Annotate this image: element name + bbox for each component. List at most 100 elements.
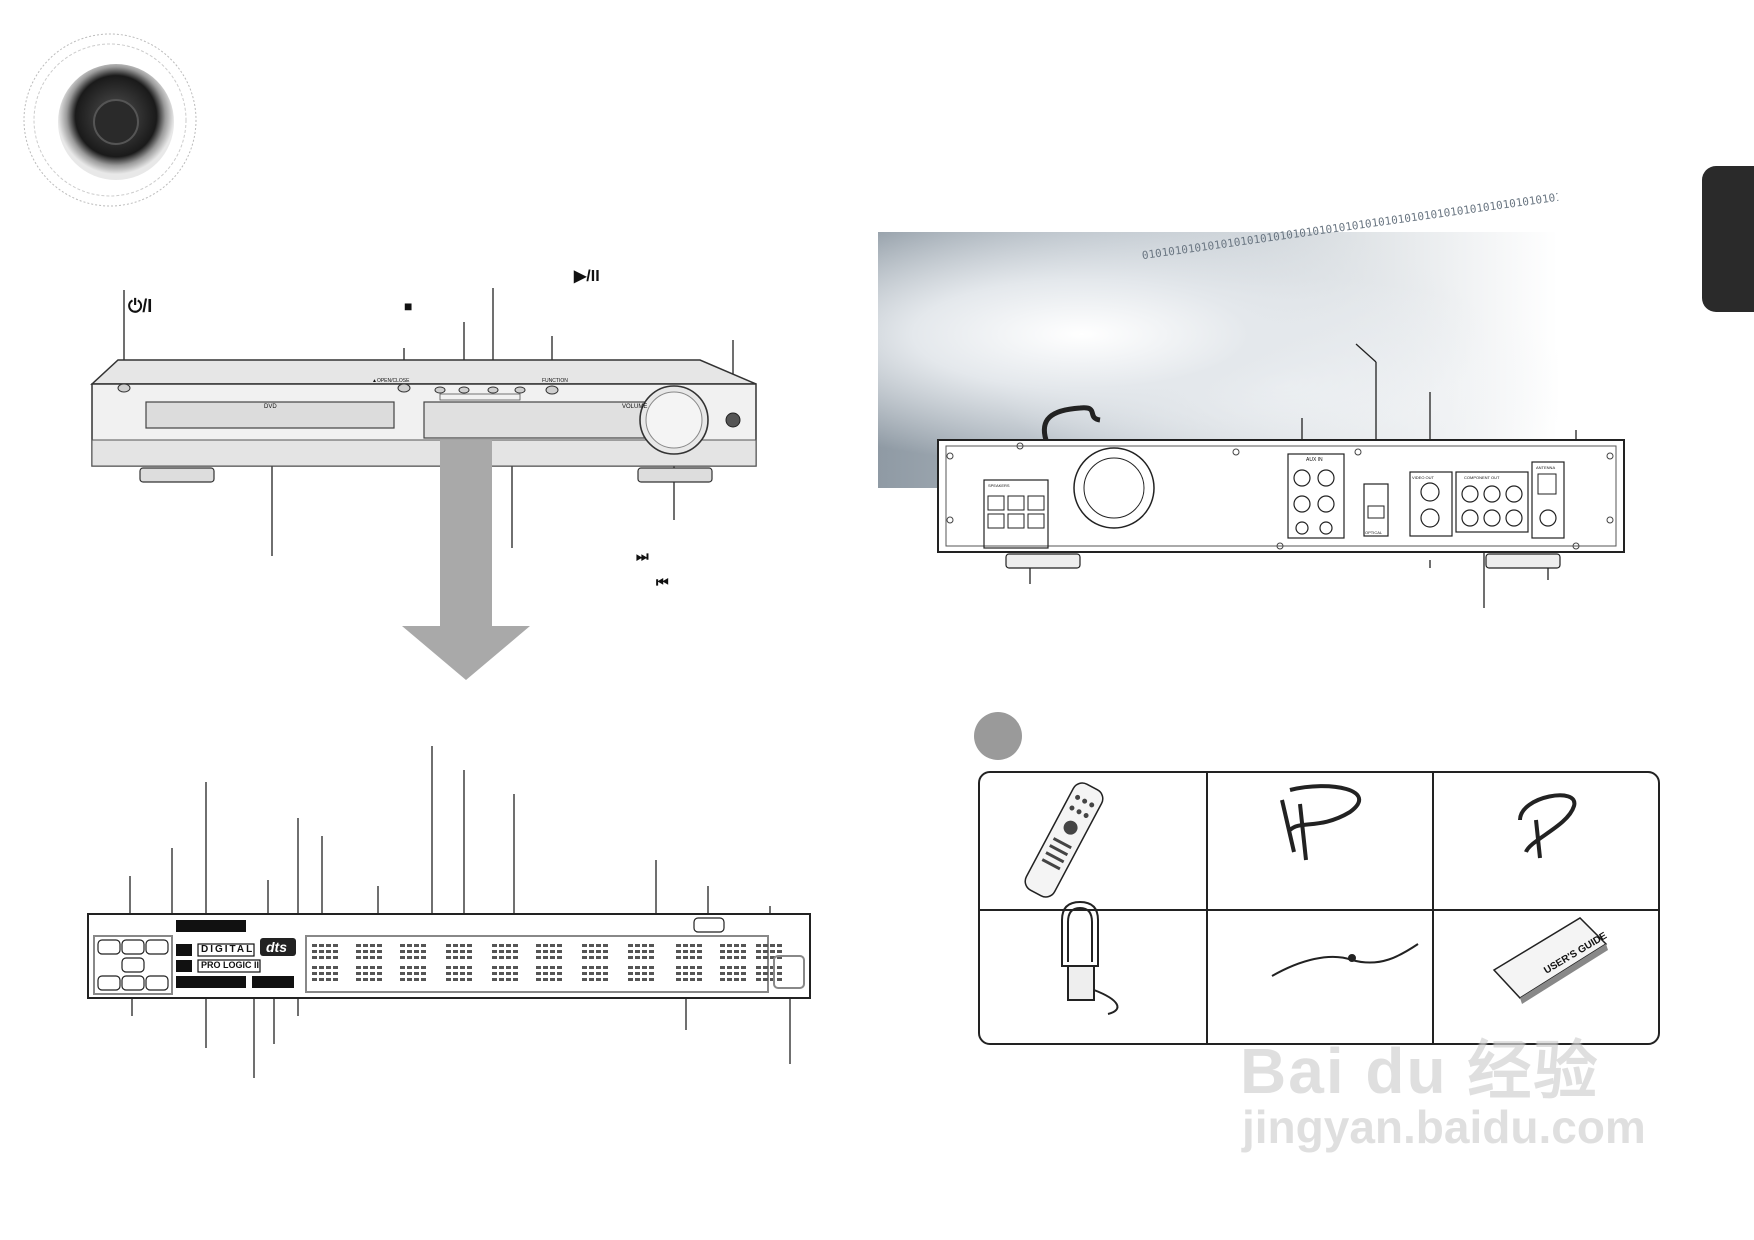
display-segment bbox=[734, 950, 739, 953]
display-segment bbox=[720, 978, 725, 981]
display-segment bbox=[363, 978, 368, 981]
display-segment bbox=[589, 978, 594, 981]
display-segment bbox=[649, 950, 654, 953]
display-segment bbox=[377, 966, 382, 969]
display-segment bbox=[557, 978, 562, 981]
display-segment bbox=[756, 978, 761, 981]
display-segment bbox=[370, 956, 375, 959]
display-segment bbox=[453, 978, 458, 981]
display-segment bbox=[377, 944, 382, 947]
display-segment bbox=[506, 944, 511, 947]
display-segment bbox=[734, 972, 739, 975]
display-segment bbox=[377, 978, 382, 981]
display-segment bbox=[741, 978, 746, 981]
display-segment bbox=[770, 950, 775, 953]
display-segment bbox=[460, 972, 465, 975]
display-segment bbox=[446, 966, 451, 969]
display-segment bbox=[763, 950, 768, 953]
display-segment bbox=[628, 966, 633, 969]
display-segment bbox=[596, 972, 601, 975]
display-segment bbox=[460, 950, 465, 953]
display-segment bbox=[446, 956, 451, 959]
display-segment bbox=[741, 972, 746, 975]
display-segment bbox=[363, 972, 368, 975]
display-segment bbox=[370, 950, 375, 953]
display-segment bbox=[589, 956, 594, 959]
display-segment bbox=[492, 966, 497, 969]
display-segment bbox=[603, 944, 608, 947]
display-segment bbox=[635, 956, 640, 959]
display-segment bbox=[460, 956, 465, 959]
display-segment bbox=[603, 966, 608, 969]
display-segment bbox=[763, 978, 768, 981]
display-segment bbox=[628, 944, 633, 947]
display-segment bbox=[363, 944, 368, 947]
display-segment bbox=[446, 978, 451, 981]
display-segment bbox=[683, 966, 688, 969]
display-segment bbox=[446, 972, 451, 975]
display-segment bbox=[407, 972, 412, 975]
watermark-url: jingyan.baidu.com bbox=[1242, 1101, 1646, 1153]
display-segment bbox=[407, 966, 412, 969]
stop-symbol: ■ bbox=[404, 298, 413, 314]
display-segment bbox=[356, 966, 361, 969]
display-segment bbox=[720, 956, 725, 959]
display-segment bbox=[690, 944, 695, 947]
watermark-logo: Bai du 经验 bbox=[1240, 1035, 1600, 1107]
display-segment bbox=[513, 956, 518, 959]
display-segment bbox=[734, 966, 739, 969]
display-segment bbox=[421, 950, 426, 953]
display-segment bbox=[363, 950, 368, 953]
display-segment bbox=[370, 966, 375, 969]
display-segment bbox=[683, 978, 688, 981]
av-cable-icon bbox=[1280, 784, 1361, 861]
dvd-label: DVD bbox=[264, 404, 277, 410]
display-segment bbox=[467, 978, 472, 981]
display-segment bbox=[446, 950, 451, 953]
display-segment bbox=[642, 978, 647, 981]
digital-label: DIGITAL bbox=[201, 944, 255, 955]
optical-label: OPTICAL bbox=[1365, 530, 1383, 535]
display-segment bbox=[596, 944, 601, 947]
display-segment bbox=[499, 972, 504, 975]
display-segment bbox=[363, 966, 368, 969]
display-segment bbox=[635, 966, 640, 969]
display-segment bbox=[697, 944, 702, 947]
display-segment bbox=[649, 944, 654, 947]
display-segment bbox=[763, 966, 768, 969]
display-segment bbox=[421, 956, 426, 959]
display-segment bbox=[319, 978, 324, 981]
display-segment bbox=[506, 950, 511, 953]
display-segment bbox=[777, 950, 782, 953]
display-segment bbox=[513, 972, 518, 975]
display-segment bbox=[326, 972, 331, 975]
display-segment bbox=[414, 972, 419, 975]
display-segment bbox=[770, 972, 775, 975]
display-segment bbox=[557, 950, 562, 953]
display-segment bbox=[499, 950, 504, 953]
display-segment bbox=[676, 978, 681, 981]
display-segment bbox=[550, 950, 555, 953]
display-segment bbox=[400, 956, 405, 959]
display-segment bbox=[770, 956, 775, 959]
display-segment bbox=[741, 966, 746, 969]
display-segment bbox=[326, 966, 331, 969]
display-segment bbox=[697, 966, 702, 969]
display-segment bbox=[770, 978, 775, 981]
video-cable-icon bbox=[1518, 793, 1577, 859]
display-segment bbox=[333, 978, 338, 981]
display-segment bbox=[697, 978, 702, 981]
display-segment bbox=[312, 966, 317, 969]
display-segment bbox=[582, 972, 587, 975]
display-segment bbox=[513, 944, 518, 947]
display-segment bbox=[777, 944, 782, 947]
display-segment bbox=[690, 966, 695, 969]
display-segment bbox=[370, 944, 375, 947]
display-segment bbox=[407, 944, 412, 947]
display-segment bbox=[557, 956, 562, 959]
display-segment bbox=[453, 950, 458, 953]
display-segment bbox=[676, 956, 681, 959]
display-segment bbox=[499, 956, 504, 959]
